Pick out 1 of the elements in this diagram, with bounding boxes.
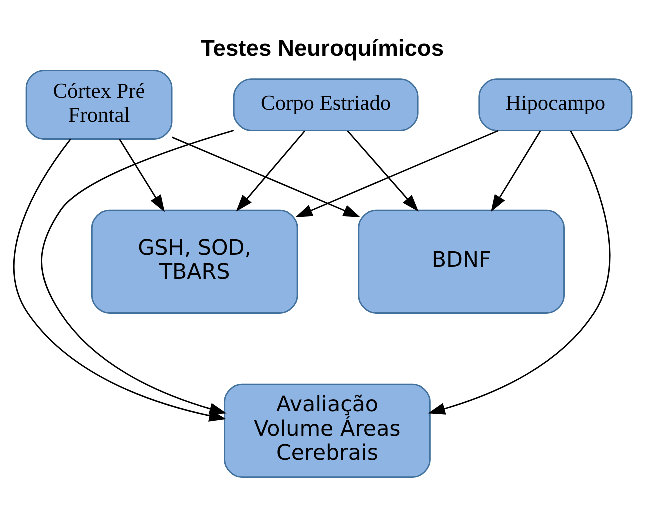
diagram-title: Testes Neuroquímicos xyxy=(201,34,444,61)
